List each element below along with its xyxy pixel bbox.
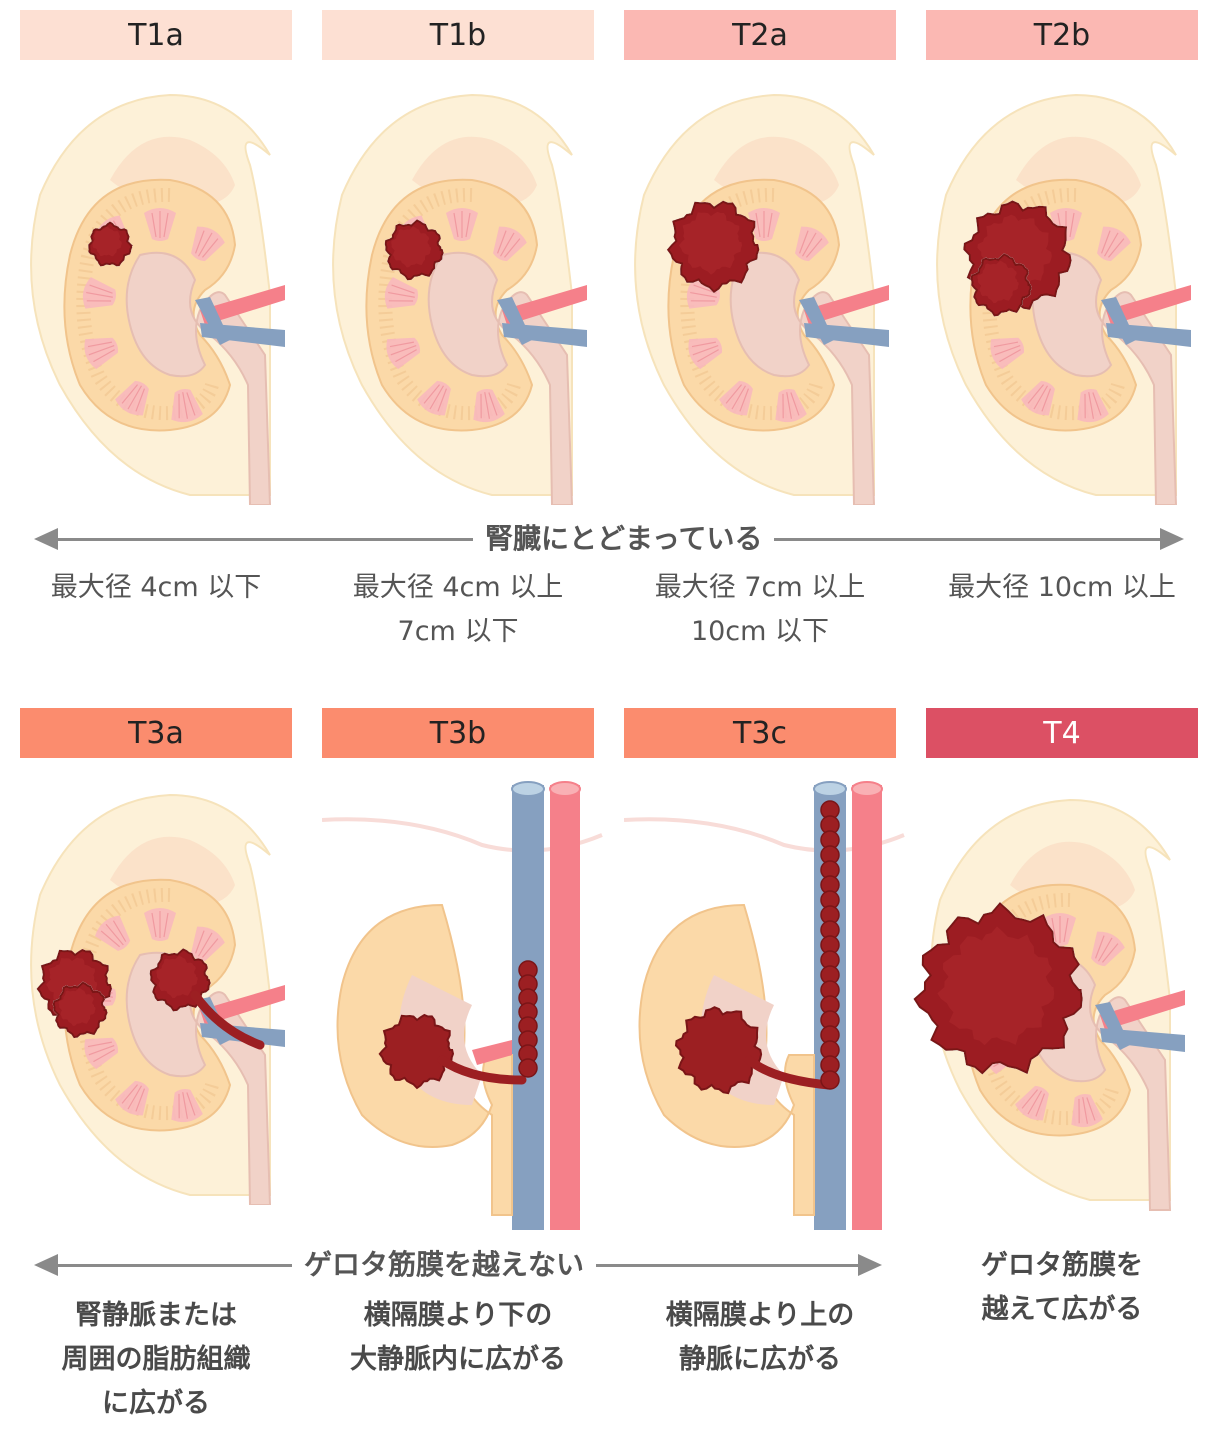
caption-t2a: 最大径 7cm 以上 10cm 以下	[654, 572, 866, 647]
arrow-label: 腎臓にとどまっている	[473, 518, 775, 560]
caption-t3b: 横隔膜より下の 大静脈内に広がる	[350, 1300, 566, 1375]
caption-t2b: 最大径 10cm 以上	[948, 572, 1176, 603]
kidney-illustration-t1b	[322, 85, 602, 505]
arrow-label: ゲロタ筋膜を越えない	[292, 1244, 597, 1286]
kidney-illustration-t3a	[20, 785, 300, 1205]
stage-label-t4: T4	[926, 708, 1198, 758]
stage-label-t2b: T2b	[926, 10, 1198, 60]
kidney-illustration-t2a	[624, 85, 904, 505]
arrow-confined-to-kidney: 腎臓にとどまっている	[34, 518, 1184, 560]
stage-label-t1a: T1a	[20, 10, 292, 60]
kidney-illustration-t2b	[926, 85, 1206, 505]
kidney-illustration-t4	[890, 785, 1200, 1215]
kidney-illustration-t3b	[322, 775, 612, 1235]
kidney-illustration-t3c	[624, 775, 914, 1235]
arrow-within-gerota-fascia: ゲロタ筋膜を越えない	[34, 1244, 882, 1286]
caption-t3c: 横隔膜より上の 静脈に広がる	[665, 1300, 855, 1375]
kidney-illustration-t1a	[20, 85, 300, 505]
stage-label-t2a: T2a	[624, 10, 896, 60]
stage-label-t3a: T3a	[20, 708, 292, 758]
stage-label-t3b: T3b	[322, 708, 594, 758]
caption-t3a: 腎静脈または 周囲の脂肪組織 に広がる	[61, 1300, 251, 1419]
caption-t1a: 最大径 4cm 以下	[50, 572, 262, 603]
caption-t1b: 最大径 4cm 以上 7cm 以下	[352, 572, 564, 647]
stage-label-t3c: T3c	[624, 708, 896, 758]
stage-label-t1b: T1b	[322, 10, 594, 60]
caption-t4: ゲロタ筋膜を 越えて広がる	[981, 1250, 1143, 1325]
